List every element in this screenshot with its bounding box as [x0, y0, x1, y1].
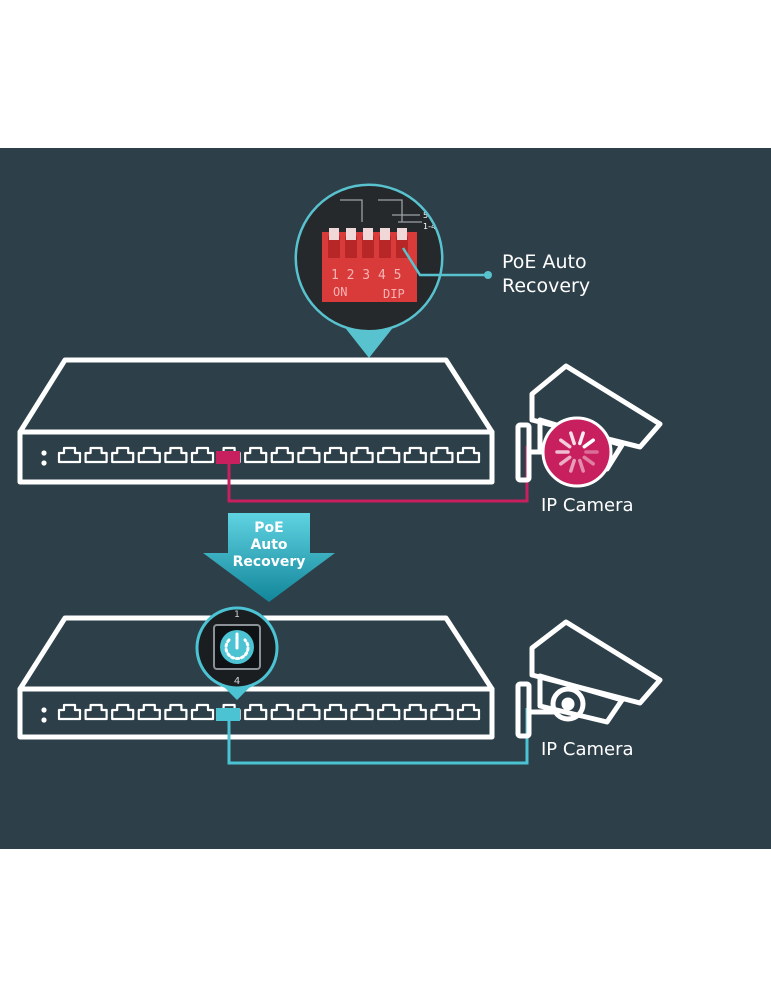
dip-toggle-knob	[329, 228, 339, 240]
dip-switch-magnifier: 5 1-4 1 2 3 4 5 ON DIP	[294, 183, 444, 358]
ethernet-port	[244, 703, 268, 721]
spinner-tick	[569, 458, 576, 473]
ethernet-port	[164, 446, 188, 464]
ethernet-port	[297, 703, 321, 721]
arrow-text-line2: Auto	[250, 537, 287, 553]
ethernet-port	[111, 446, 135, 464]
spinner-tick	[578, 458, 585, 473]
badge-number-bottom: 4	[234, 676, 240, 687]
poe-auto-recovery-label-line1: PoE Auto	[502, 251, 587, 273]
dip-dip-label: DIP	[383, 287, 405, 301]
dip-toggle-knob	[363, 228, 373, 240]
ip-camera-bottom-icon	[515, 619, 663, 739]
ethernet-port	[57, 703, 82, 721]
spinner-tick	[559, 455, 572, 466]
ethernet-port	[377, 703, 401, 721]
spinner-tick	[569, 431, 576, 446]
ethernet-port	[84, 703, 108, 721]
ethernet-port	[350, 703, 374, 721]
ethernet-port	[403, 446, 427, 464]
spinner-tick	[578, 431, 585, 446]
dip-side-text-2: 1-4	[423, 222, 436, 231]
ethernet-port	[403, 703, 427, 721]
badge-number-top: 1	[234, 610, 240, 620]
ethernet-ports-top	[57, 446, 481, 464]
ethernet-port	[323, 703, 348, 721]
dip-side-text-1: 5	[423, 211, 428, 220]
ip-camera-bottom-label: IP Camera	[541, 739, 634, 760]
ethernet-port	[244, 446, 268, 464]
callout-line	[401, 247, 487, 277]
ethernet-port	[270, 703, 294, 721]
dip-toggle-knob	[397, 228, 407, 240]
dip-toggle	[362, 236, 374, 258]
spinner-tick	[582, 455, 595, 466]
ethernet-port	[137, 446, 161, 464]
ethernet-port	[430, 703, 454, 721]
arrow-text-line3: Recovery	[233, 554, 306, 570]
loading-spinner-icon	[541, 416, 613, 488]
ethernet-port	[190, 446, 215, 464]
recovered-port-highlight	[216, 708, 240, 721]
switch-top	[17, 357, 495, 485]
recovery-arrow: PoE Auto Recovery	[203, 513, 335, 602]
arrow-text-line1: PoE	[254, 520, 283, 536]
ethernet-port	[57, 446, 82, 464]
ethernet-port	[323, 446, 348, 464]
dip-toggle-knob	[346, 228, 356, 240]
dip-toggle	[328, 236, 340, 258]
dip-on-label: ON	[333, 285, 347, 299]
fault-port-highlight	[216, 451, 240, 464]
spinner-tick	[582, 438, 595, 449]
ethernet-port	[456, 703, 481, 721]
ethernet-port	[111, 703, 135, 721]
ethernet-port	[137, 703, 161, 721]
power-icon	[220, 630, 254, 664]
ethernet-port	[190, 703, 215, 721]
ip-camera-top-label: IP Camera	[541, 495, 634, 516]
dip-toggle-knob	[380, 228, 390, 240]
dip-toggle	[379, 236, 391, 258]
dip-numbers: 1 2 3 4 5	[331, 268, 401, 283]
dip-toggles	[328, 228, 408, 258]
ethernet-ports-bottom	[57, 703, 481, 721]
switch-bottom	[17, 615, 495, 740]
ethernet-port	[430, 446, 454, 464]
ethernet-port	[84, 446, 108, 464]
poe-auto-recovery-label-line2: Recovery	[502, 275, 590, 297]
ethernet-port	[270, 446, 294, 464]
ethernet-port	[164, 703, 188, 721]
ethernet-port	[297, 446, 321, 464]
ethernet-port	[377, 446, 401, 464]
spinner-tick	[559, 438, 572, 449]
ethernet-port	[350, 446, 374, 464]
port-power-badge: 1 4	[195, 606, 279, 700]
callout-dot	[484, 271, 492, 279]
ethernet-port	[456, 446, 481, 464]
dip-toggle	[345, 236, 357, 258]
